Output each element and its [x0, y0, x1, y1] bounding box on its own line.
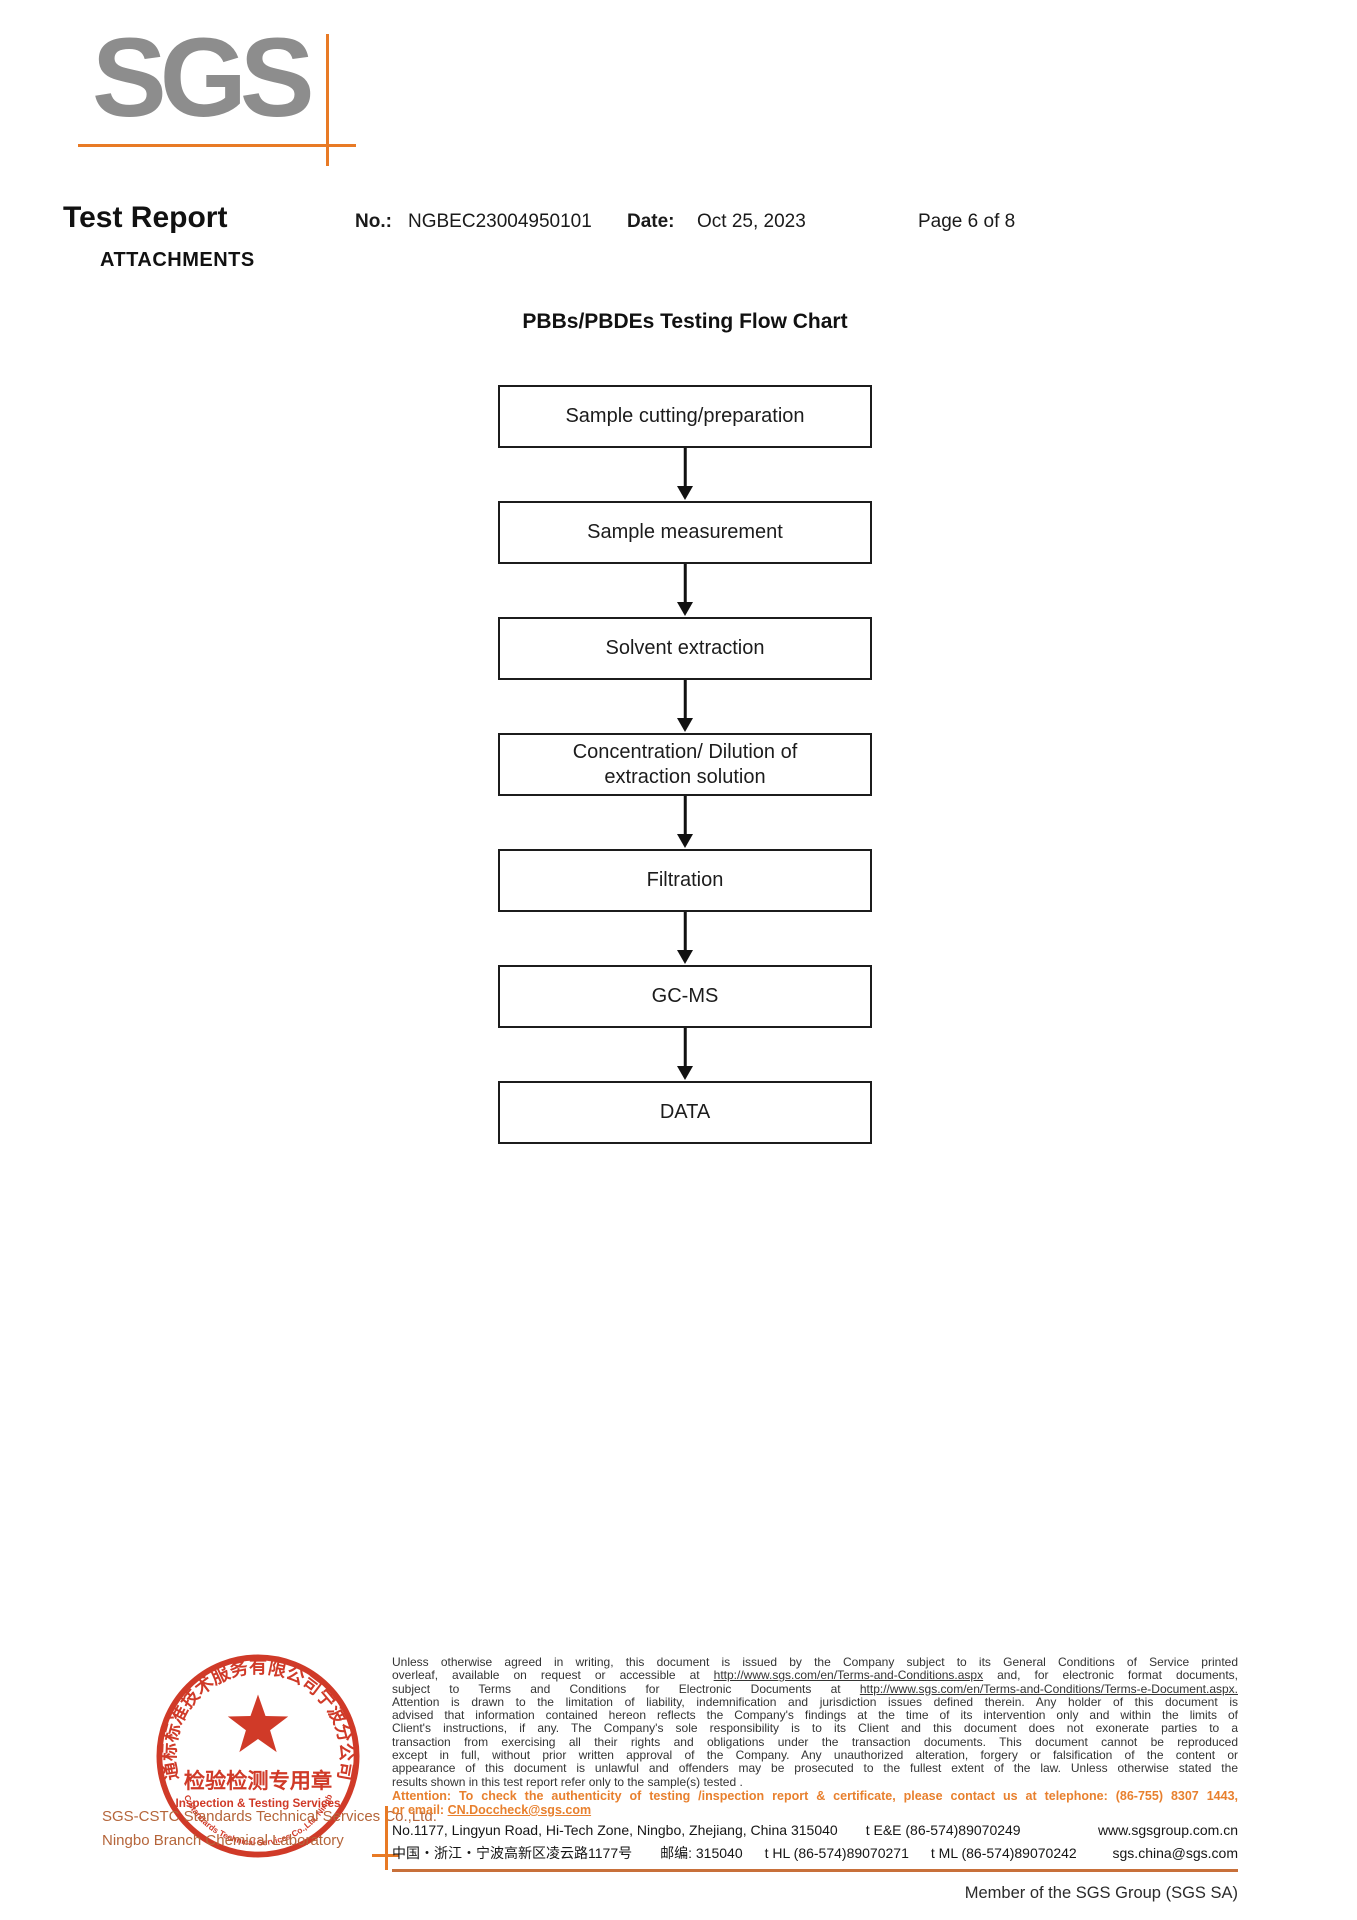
footer-orange-rule: [392, 1868, 1238, 1872]
disclaimer-line: except in full, without prior written ap…: [392, 1748, 1238, 1763]
inspection-stamp-seal: 通标标准技术服务有限公司宁波分公司 SGS-CSTC Standards Tec…: [152, 1650, 360, 1858]
member-line: Member of the SGS Group (SGS SA): [964, 1883, 1238, 1902]
stamp-star-icon: [227, 1694, 289, 1753]
website-link[interactable]: www.sgsgroup.com.cn: [1097, 1821, 1238, 1838]
flow-step-box: Filtration: [498, 849, 872, 912]
phone-ml: t ML (86-574)89070242: [930, 1844, 1077, 1861]
disclaimer: Unless otherwise agreed in writing, this…: [392, 1655, 1238, 1789]
disclaimer-line: transaction from exercising all their ri…: [392, 1734, 1238, 1749]
lab-company-name: SGS-CSTC Standards Technical Services Co…: [102, 1808, 437, 1825]
logo-horizontal-line: [78, 144, 356, 147]
link[interactable]: http://www.sgs.com/en/Terms-and-Conditio…: [713, 1668, 984, 1683]
flow-arrow-icon: [498, 680, 872, 733]
flow-arrow-icon: [498, 912, 872, 965]
stamp-circle: [156, 1654, 360, 1858]
report-no-value: NGBEC23004950101: [408, 211, 592, 232]
flow-arrow-icon: [498, 564, 872, 617]
flowchart-title: PBBs/PBDEs Testing Flow Chart: [522, 310, 848, 333]
disclaimer-line: advised that information contained hereo…: [392, 1708, 1238, 1723]
address-en: No.1177, Lingyun Road, Hi-Tech Zone, Nin…: [392, 1821, 838, 1838]
stamp-center-cn: 检验检测专用章: [184, 1768, 332, 1793]
page-title: Test Report: [63, 201, 228, 234]
address-row-cn: 中国・浙江・宁波高新区凌云路1177号 邮编: 315040 t HL (86-…: [392, 1843, 1238, 1863]
flow-step-box: GC-MS: [498, 965, 872, 1028]
report-date-label: Date:: [627, 211, 675, 232]
stamp-center-en: Inspection & Testing Services: [176, 1797, 341, 1810]
phone-ee: t E&E (86-574)89070249: [865, 1821, 1021, 1838]
disclaimer-line: appearance of this document is unlawful …: [392, 1761, 1238, 1776]
flow-step-box: DATA: [498, 1081, 872, 1144]
lab-branch-name: Ningbo Branch Chemical Laboratory: [102, 1832, 344, 1849]
report-no-label: No.:: [355, 211, 392, 232]
attention-line-2: or email: CN.Doccheck@sgs.com: [392, 1802, 592, 1817]
email-link[interactable]: sgs.china@sgs.com: [1112, 1844, 1238, 1861]
address-row-en: No.1177, Lingyun Road, Hi-Tech Zone, Nin…: [392, 1822, 1238, 1838]
footer-cross-tick: [372, 1854, 399, 1857]
address-cn: 中国・浙江・宁波高新区凌云路1177号: [392, 1844, 633, 1861]
disclaimer-line: Client's instructions, if any. The Compa…: [392, 1721, 1238, 1736]
flow-arrow-icon: [498, 1028, 872, 1081]
footer-vertical-line: [385, 1806, 388, 1870]
flow-step-box: Sample measurement: [498, 501, 872, 564]
footer-text-block: Unless otherwise agreed in writing, this…: [392, 1655, 1238, 1903]
disclaimer-line: Attention is drawn to the limitation of …: [392, 1694, 1238, 1709]
link[interactable]: http://www.sgs.com/en/Terms-and-Conditio…: [859, 1681, 1238, 1696]
attachments-heading: ATTACHMENTS: [100, 249, 255, 271]
disclaimer-line: results shown in this test report refer …: [392, 1774, 743, 1789]
flow-arrow-icon: [498, 796, 872, 849]
flow-arrow-icon: [498, 448, 872, 501]
postal-code: 邮编: 315040: [660, 1844, 743, 1861]
logo-vertical-line: [326, 34, 329, 166]
sgs-logo: SGS: [92, 15, 315, 140]
disclaimer-line: subject to Terms and Conditions for Elec…: [392, 1681, 1238, 1696]
report-date-value: Oct 25, 2023: [697, 211, 806, 232]
flow-step-box: Solvent extraction: [498, 617, 872, 680]
disclaimer-line: overleaf, available on request or access…: [392, 1668, 1238, 1683]
flow-step-box: Sample cutting/preparation: [498, 385, 872, 448]
page-number: Page 6 of 8: [918, 211, 1016, 232]
link[interactable]: CN.Doccheck@sgs.com: [447, 1802, 592, 1817]
attention-line-1: Attention: To check the authenticity of …: [392, 1788, 1238, 1803]
flow-step-box: Concentration/ Dilution of extraction so…: [498, 733, 872, 796]
disclaimer-line: Unless otherwise agreed in writing, this…: [392, 1655, 1238, 1669]
phone-hl: t HL (86-574)89070271: [764, 1844, 909, 1861]
